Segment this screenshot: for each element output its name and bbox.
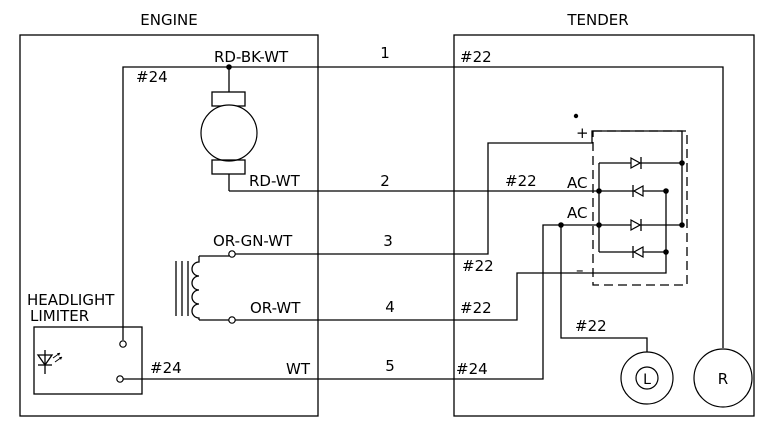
lamp-feed-wire — [558, 222, 648, 352]
lamp-feed-gauge: #22 — [575, 317, 607, 335]
lamp-label: L — [643, 372, 651, 388]
rectifier-ac-bottom: AC — [567, 204, 587, 222]
wire-5-gauge-tender: #24 — [456, 360, 488, 378]
wire-2-number: 2 — [380, 172, 390, 190]
engine-box — [19, 34, 319, 417]
wire-4 — [235, 252, 667, 321]
wire-5-number: 5 — [385, 357, 395, 375]
tender-box — [453, 34, 755, 417]
motor — [200, 91, 258, 191]
wire-1-gauge-tender: #22 — [460, 48, 492, 66]
wire-1 — [122, 64, 724, 348]
headlight-label-line1: HEADLIGHT — [27, 291, 115, 309]
wire-1-color: RD-BK-WT — [214, 48, 289, 66]
rectifier-plus: + — [576, 124, 589, 142]
wire-4-color: OR-WT — [250, 299, 301, 317]
headlight-label-line2: LIMITER — [30, 307, 89, 325]
engine-title: ENGINE — [140, 11, 197, 29]
wire-3 — [235, 130, 685, 255]
tender-title: TENDER — [566, 11, 628, 29]
wire-5-color: WT — [286, 360, 311, 378]
wire-3-gauge-tender: #22 — [462, 257, 494, 275]
rear-label: R — [718, 370, 728, 388]
rectifier-ac-top: AC — [567, 174, 587, 192]
lamp-load — [620, 351, 674, 405]
headlight-limiter — [33, 326, 143, 395]
wire-3-color: OR-GN-WT — [213, 232, 293, 250]
rectifier-minus: – — [576, 261, 584, 279]
rear-load — [693, 348, 753, 408]
bridge-rectifier — [573, 113, 688, 286]
wire-2-gauge-tender: #22 — [505, 172, 537, 190]
wire-1-number: 1 — [380, 44, 390, 62]
wire-4-number: 4 — [385, 298, 395, 316]
wire-5 — [123, 222, 602, 380]
wire-3-number: 3 — [383, 232, 393, 250]
wire-4-gauge-tender: #22 — [460, 299, 492, 317]
wire-5-gauge-engine: #24 — [150, 359, 182, 377]
wire-1-gauge-engine: #24 — [136, 68, 168, 86]
wire-2-color: RD-WT — [249, 172, 301, 190]
inductor-coil — [175, 250, 236, 324]
